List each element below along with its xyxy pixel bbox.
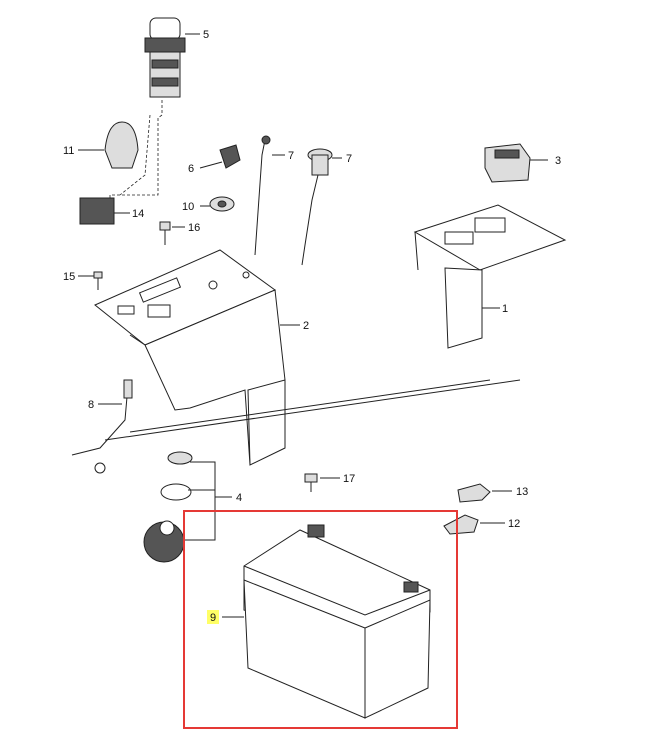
callout-8: 8 [88,399,94,411]
part-16-screw[interactable] [159,221,185,245]
part-14-switch[interactable] [79,197,130,225]
part-13-terminal-cap[interactable] [457,483,512,503]
callout-4: 4 [236,492,242,504]
callout-1: 1 [502,303,508,315]
callout-14: 14 [132,208,144,220]
part-10-nut[interactable] [200,196,235,212]
callout-16: 16 [188,222,200,234]
part-11-knob[interactable] [78,121,139,169]
callout-6: 6 [188,163,194,175]
part-9-battery[interactable] [222,524,431,719]
callout-17: 17 [343,473,355,485]
part-12-terminal-cap[interactable] [443,514,505,535]
callout-15: 15 [63,271,75,283]
callout-9-highlight [207,610,219,624]
part-5-switch[interactable] [144,17,200,98]
part-7-choke-cable[interactable] [301,148,342,266]
callout-13: 13 [516,486,528,498]
part-17-bolt[interactable] [304,473,340,492]
highlight-box [183,510,458,729]
callout-7-choke: 7 [346,153,352,165]
callout-9: 9 [210,612,216,624]
callout-10: 10 [182,201,194,213]
callout-3: 3 [555,155,561,167]
part-7-throttle-cable[interactable] [254,135,285,256]
part-1-bracket[interactable] [413,204,567,349]
callout-2: 2 [303,320,309,332]
part-6-knob[interactable] [199,144,241,169]
part-4-ignition[interactable] [143,451,232,563]
part-2-panel[interactable] [94,249,300,466]
callout-12: 12 [508,518,520,530]
callout-7-throttle: 7 [288,150,294,162]
part-15-screw[interactable] [78,271,103,290]
part-8-rod[interactable] [71,379,521,474]
callout-5: 5 [203,29,209,41]
callout-11: 11 [63,145,74,157]
part-3-switch[interactable] [484,143,548,183]
